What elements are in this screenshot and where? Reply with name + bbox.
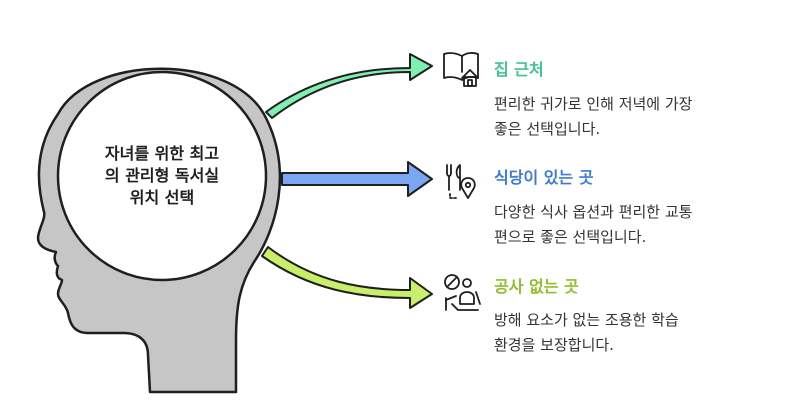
item-desc-quiet-line-2: 환경을 보장합니다.: [494, 336, 614, 354]
center-title-line-2: 의 관리형 독서실: [104, 166, 220, 185]
brain-circle: [56, 70, 268, 282]
item-desc-restaurant-line-1: 다양한 식사 옵션과 편리한 교통: [494, 203, 693, 221]
item-desc-quiet-line-1: 방해 요소가 없는 조용한 학습: [494, 311, 679, 329]
item-desc-home-line-1: 편리한 귀가로 인해 저녁에 가장: [494, 95, 693, 113]
item-title-restaurant: 식당이 있는 곳: [494, 168, 594, 187]
utensils-location-icon: [446, 164, 476, 199]
item-desc-home: 편리한 귀가로 인해 저녁에 가장 좋은 선택입니다.: [494, 92, 692, 142]
book-house-icon: [443, 52, 479, 87]
arrow-home: [265, 53, 433, 119]
item-desc-restaurant-line-2: 편으로 좋은 선택입니다.: [494, 228, 647, 246]
item-desc-quiet: 방해 요소가 없는 조용한 학습 환경을 보장합니다.: [494, 308, 679, 358]
item-desc-restaurant: 다양한 식사 옵션과 편리한 교통 편으로 좋은 선택입니다.: [494, 200, 692, 250]
arrow-quiet: [261, 246, 433, 309]
center-title: 자녀를 위한 최고 의 관리형 독서실 위치 선택: [80, 143, 244, 209]
item-title-quiet: 공사 없는 곳: [494, 277, 579, 296]
no-construction-icon: [444, 274, 481, 311]
center-title-line-1: 자녀를 위한 최고: [104, 144, 220, 163]
item-title-home: 집 근처: [494, 60, 544, 79]
center-title-line-3: 위치 선택: [129, 188, 195, 207]
arrow-restaurant: [281, 161, 433, 197]
item-desc-home-line-2: 좋은 선택입니다.: [494, 120, 601, 138]
